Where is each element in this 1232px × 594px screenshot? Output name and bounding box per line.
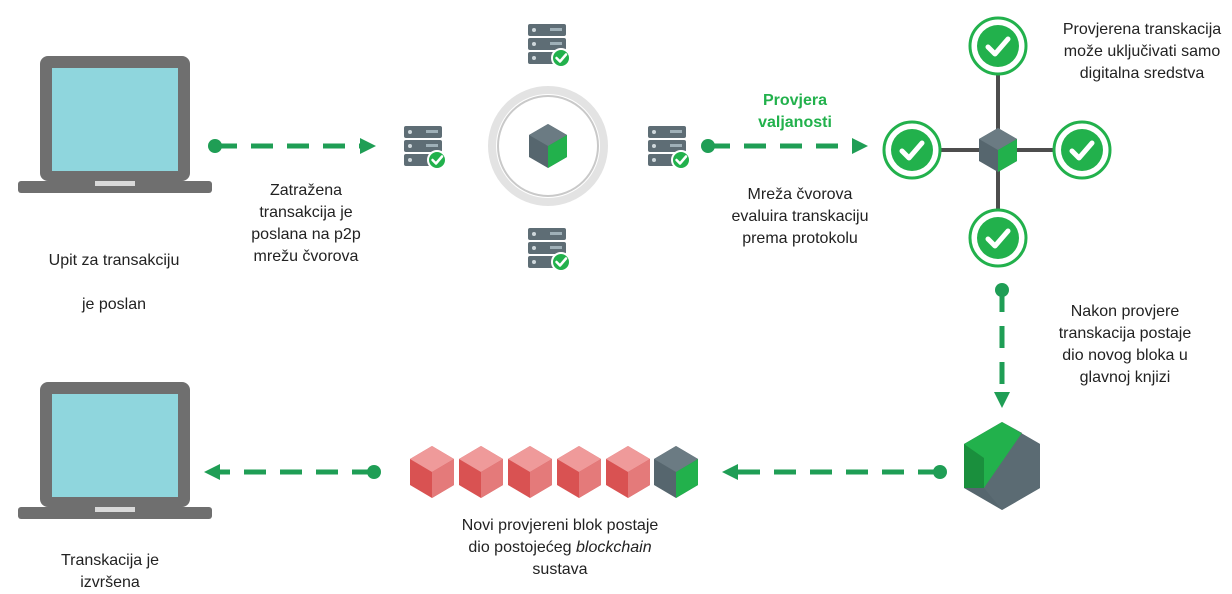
cube-icon: [964, 422, 1040, 510]
arrow-icon: [208, 138, 376, 154]
server-icon: [526, 226, 572, 273]
label-new-block-italic: blockchain: [576, 539, 652, 556]
blockchain-row: [410, 446, 698, 498]
label-request-sent: Upit za transakciju je poslan: [14, 228, 214, 316]
check-circle-icon: [884, 122, 940, 178]
cube-icon: [979, 128, 1017, 172]
laptop-icon: [18, 56, 212, 193]
label-new-block-post: sustava: [532, 561, 588, 578]
check-circle-icon: [970, 18, 1026, 74]
label-broadcast: Zatražena transakcija je poslana na p2p …: [251, 182, 361, 265]
label-new-block-pre: Novi provjereni blok postaje dio postoje…: [461, 517, 659, 556]
red-block-icon: [459, 446, 503, 498]
label-evaluate: Mreža čvorova evaluira transkaciju prema…: [731, 186, 869, 247]
laptop-icon: [18, 382, 212, 519]
server-icon: [402, 124, 448, 171]
server-icon: [526, 22, 572, 69]
label-verified: Provjerena transkacija može uključivati …: [1062, 21, 1222, 82]
label-after-check: Nakon provjere transkacija postaje dio n…: [1058, 303, 1192, 386]
label-request-sent-line1: Upit za transakciju: [48, 252, 180, 269]
red-block-icon: [508, 446, 552, 498]
label-new-block: Novi provjereni blok postaje dio postoje…: [420, 515, 700, 581]
cube-icon: [654, 446, 698, 498]
arrow-icon: [701, 138, 868, 154]
server-icon: [646, 124, 692, 171]
red-block-icon: [606, 446, 650, 498]
arrow-icon: [204, 464, 381, 480]
red-block-icon: [557, 446, 601, 498]
check-circle-icon: [1054, 122, 1110, 178]
cube-icon: [529, 124, 567, 168]
label-done: Transkacija je izvršena: [60, 552, 160, 591]
arrow-icon: [722, 464, 947, 480]
label-validation-title: Provjera valjanosti: [758, 92, 832, 131]
label-request-sent-line2: je poslan: [81, 296, 147, 313]
network-ring: [488, 86, 608, 206]
arrow-icon: [994, 283, 1010, 408]
red-block-icon: [410, 446, 454, 498]
check-circle-icon: [970, 210, 1026, 266]
